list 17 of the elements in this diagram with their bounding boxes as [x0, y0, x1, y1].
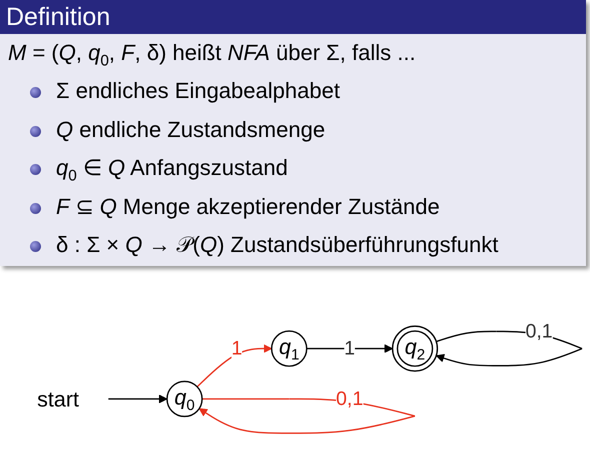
node-circle: q$_{0}$ — [166, 380, 203, 418]
bullet-item: δ : Σ × Q → 𝒫(Q) Zustandsüberführungsfunkt — [0, 232, 498, 270]
edge-label: 0,1 — [336, 388, 364, 410]
bullet-item: Σ endliches Eingabealphabet — [0, 78, 498, 116]
definition-text: M = (Q, q$_{0}$, F, δ) heißt NFA über Σ, falls ... — [8, 40, 416, 70]
node-circle: q$_{2}$ — [392, 326, 438, 372]
edge-label: 1 — [231, 338, 242, 360]
edge-label: 1 — [344, 338, 356, 360]
arrow — [306, 344, 393, 353]
node-text: start — [37, 386, 80, 412]
block-title: Definition — [0, 0, 586, 34]
bullet-item: Q endliche Zustandsmenge — [0, 116, 498, 155]
bullet-item: F ⊆ Q Menge akzeptierender Zustände — [0, 194, 498, 232]
node-circle: q$_{1}$ — [270, 330, 308, 367]
edge-label: 0,1 — [525, 320, 553, 342]
arrow — [108, 394, 168, 404]
bullet-item: q$_{0}$ ∈ Q Anfangszustand — [0, 155, 498, 194]
